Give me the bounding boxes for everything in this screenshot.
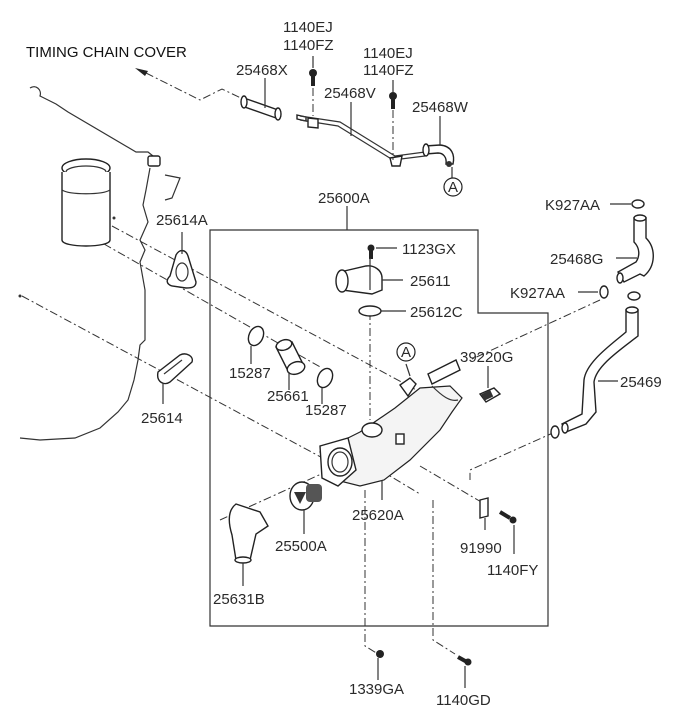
label-k927aa-top: K927AA xyxy=(545,197,600,214)
label-k927aa-mid: K927AA xyxy=(510,285,565,302)
label-25614: 25614 xyxy=(141,410,183,427)
label-91990: 91990 xyxy=(460,540,502,557)
o-ring-15287-b-icon xyxy=(316,367,334,404)
label-25620a: 25620A xyxy=(352,507,404,524)
callout-a-top: A xyxy=(443,177,463,197)
clamp-hose-upper-icon xyxy=(627,291,641,301)
label-25468x: 25468X xyxy=(236,62,288,79)
timing-chain-cover-label: TIMING CHAIN COVER xyxy=(26,44,187,61)
gasket-25614-icon xyxy=(156,353,193,404)
bolt-1140ej-b-icon xyxy=(389,80,397,160)
water-inlet-25631b-icon xyxy=(228,503,269,586)
label-25468v: 25468V xyxy=(324,85,376,102)
label-39220g: 39220G xyxy=(460,349,513,366)
direction-arrow-icon xyxy=(135,68,246,101)
label-15287-b: 15287 xyxy=(305,402,347,419)
callout-a-housing: A xyxy=(396,342,416,362)
label-1140ej-a: 1140EJ xyxy=(283,19,333,36)
label-1123gx: 1123GX xyxy=(402,241,456,258)
label-25612c: 25612C xyxy=(410,304,463,321)
o-ring-25612c-icon xyxy=(358,305,406,317)
clamp-hose-lower-icon xyxy=(550,425,560,439)
pipe-25661-icon xyxy=(275,338,306,390)
assembly-group-frame xyxy=(209,229,549,627)
thermostat-housing-25620a-icon xyxy=(319,359,463,500)
label-25611: 25611 xyxy=(410,273,451,290)
label-25631b: 25631B xyxy=(213,591,265,608)
bolt-1123gx-icon xyxy=(367,244,397,259)
label-25500a: 25500A xyxy=(275,538,327,555)
gasket-25614a-icon xyxy=(166,232,197,289)
pipe-25468v-icon xyxy=(296,102,426,167)
label-1140ej-b: 1140EJ xyxy=(363,45,413,62)
hose-25468x-icon xyxy=(240,78,282,121)
clamp-k927aa-top-icon xyxy=(610,199,645,209)
nut-1339ga-icon xyxy=(376,650,384,680)
label-25614a: 25614A xyxy=(156,212,208,229)
label-1339ga: 1339GA xyxy=(349,681,404,698)
label-25469: 25469 xyxy=(620,374,662,391)
label-1140fz-a: 1140FZ xyxy=(283,37,334,54)
bolt-1140fy-icon xyxy=(498,510,517,554)
label-25600a: 25600A xyxy=(318,190,370,207)
engine-block-outline xyxy=(18,86,181,441)
svg-text:A: A xyxy=(448,179,458,196)
temperature-sensor-39220g-icon xyxy=(478,366,502,403)
hose-25468w-icon xyxy=(422,116,455,178)
thermostat-25500a-icon xyxy=(289,481,322,534)
bolt-1140gd-icon xyxy=(457,655,472,688)
label-1140fz-b: 1140FZ xyxy=(363,62,414,79)
hose-25468g-icon xyxy=(616,214,654,284)
svg-text:A: A xyxy=(401,344,411,361)
water-outlet-25611-icon xyxy=(335,258,403,295)
label-25468g: 25468G xyxy=(550,251,603,268)
label-1140fy: 1140FY xyxy=(487,562,538,579)
bolt-1140ej-a-icon xyxy=(309,56,317,116)
hose-25469-icon xyxy=(561,306,639,434)
clamp-k927aa-mid-icon xyxy=(578,285,609,299)
label-1140gd: 1140GD xyxy=(436,692,491,709)
bracket-91990-icon xyxy=(479,497,489,530)
label-15287-a: 15287 xyxy=(229,365,271,382)
o-ring-15287-a-icon xyxy=(247,325,265,364)
part-labels: 1140EJ 1140FZ 25468X 1140EJ 1140FZ 25468… xyxy=(141,19,662,709)
label-25661: 25661 xyxy=(267,388,309,405)
label-25468w: 25468W xyxy=(412,99,469,116)
